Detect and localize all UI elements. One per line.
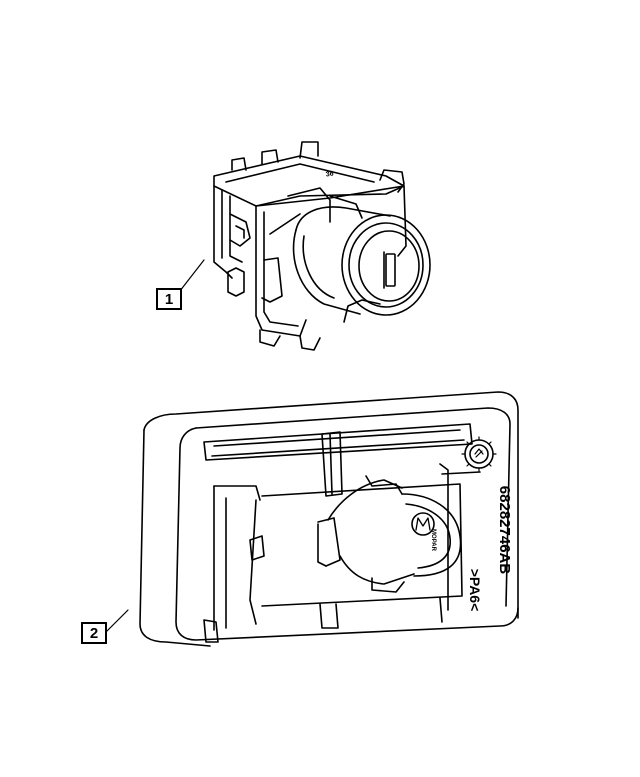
bezel-housing	[139, 391, 519, 647]
part-number-stamp: 68282746AB	[496, 486, 513, 575]
callout-2: 2	[81, 622, 107, 644]
material-code-stamp: >PA6<	[467, 569, 483, 612]
mopar-logo-text: MOPAR	[430, 529, 436, 552]
switch-housing	[213, 141, 431, 351]
callout-1: 1	[156, 288, 182, 310]
leader-line-2	[103, 609, 129, 635]
mold-date-wheel	[461, 436, 497, 472]
switch-code-stamp: 36	[325, 170, 334, 178]
mopar-logo	[411, 512, 435, 536]
